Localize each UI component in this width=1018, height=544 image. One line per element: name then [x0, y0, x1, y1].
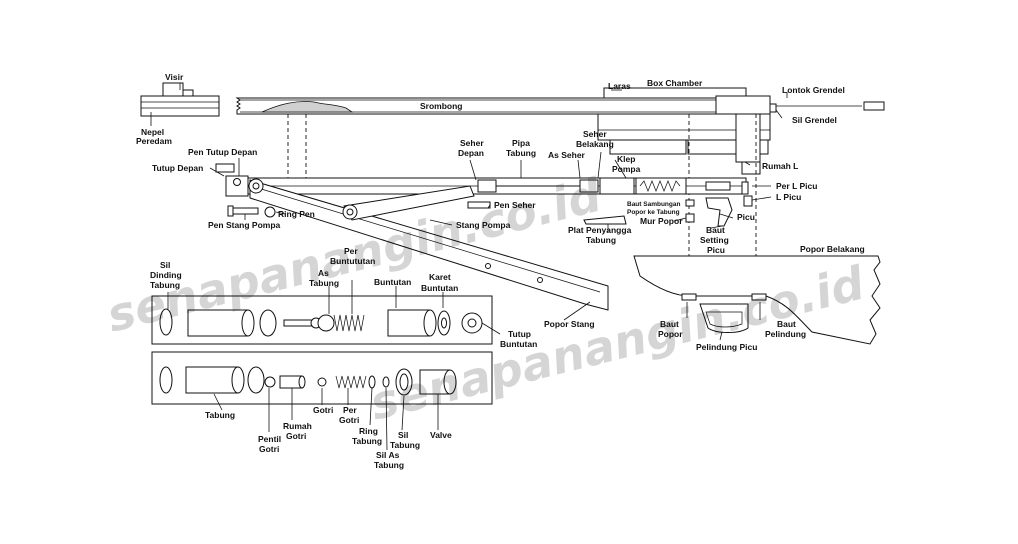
- label-seher-belakang-1: Seher: [583, 129, 607, 139]
- label-sil-dinding-tabung-2: Dinding: [150, 270, 182, 280]
- label-popor-belakang: Popor Belakang: [800, 244, 865, 254]
- label-karet-buntutan-1: Karet: [429, 272, 451, 282]
- small-pins: [227, 199, 695, 225]
- label-sil-tabung-1: Sil: [398, 430, 408, 440]
- label-buntutan: Buntutan: [374, 277, 411, 287]
- label-ring-tabung-1: Ring: [359, 426, 378, 436]
- label-per-l-picu: Per L Picu: [776, 181, 817, 191]
- label-baut-sambungan-2: Popor ke Tabung: [627, 209, 680, 216]
- label-seher-belakang-2: Belakang: [576, 139, 614, 149]
- label-picu: Picu: [737, 212, 755, 222]
- label-baut-pelindung-2: Pelindung: [765, 329, 806, 339]
- label-pentil-gotri-1: Pentil: [258, 434, 281, 444]
- label-as-tabung-1: As: [318, 268, 329, 278]
- label-gotri: Gotri: [313, 405, 333, 415]
- label-klep-pompa-1: Klep: [617, 154, 635, 164]
- label-box-chamber: Box Chamber: [647, 78, 703, 88]
- srombong-barrel-shroud: [235, 97, 771, 115]
- label-pentil-gotri-2: Gotri: [259, 444, 279, 454]
- label-baut-popor-1: Baut: [660, 319, 679, 329]
- label-per-gotri-2: Gotri: [339, 415, 359, 425]
- label-mur-popor: Mur Popor: [640, 216, 683, 226]
- label-lontok-grendel: Lontok Grendel: [782, 85, 845, 95]
- label-tabung: Tabung: [205, 410, 235, 420]
- label-sil-tabung-2: Tabung: [390, 440, 420, 450]
- buntutan-parts-panel: [151, 295, 493, 345]
- leader-lines: [150, 83, 814, 451]
- label-sil-as-tabung-2: Tabung: [374, 460, 404, 470]
- label-valve: Valve: [430, 430, 452, 440]
- label-seher-depan-2: Depan: [458, 148, 484, 158]
- label-baut-pelindung-1: Baut: [777, 319, 796, 329]
- label-ring-tabung-2: Tabung: [352, 436, 382, 446]
- label-pipa-tabung-2: Tabung: [506, 148, 536, 158]
- label-per-buntututan-2: Buntututan: [330, 256, 375, 266]
- valve-parts-panel: [151, 351, 493, 405]
- label-laras: Laras: [608, 81, 631, 91]
- box-chamber: [597, 87, 771, 175]
- label-pen-stang-pompa: Pen Stang Pompa: [208, 220, 281, 230]
- part-labels: Visir Nepel Peredam Srombong Laras Box C…: [136, 72, 865, 470]
- label-stang-pompa: Stang Pompa: [456, 220, 511, 230]
- label-pen-tutup-depan: Pen Tutup Depan: [188, 147, 257, 157]
- label-ring-pen: Ring Pen: [278, 209, 315, 219]
- label-tutup-depan: Tutup Depan: [152, 163, 203, 173]
- label-as-tabung-2: Tabung: [309, 278, 339, 288]
- label-as-seher: As Seher: [548, 150, 586, 160]
- label-srombong: Srombong: [420, 101, 463, 111]
- label-baut-popor-2: Popor: [658, 329, 683, 339]
- label-baut-setting-picu-1: Baut: [706, 225, 725, 235]
- front-sight-assembly: [140, 82, 220, 117]
- label-tutup-buntutan-2: Buntutan: [500, 339, 537, 349]
- label-visir: Visir: [165, 72, 184, 82]
- label-plat-penyangga-1: Plat Penyangga: [568, 225, 632, 235]
- label-seher-depan-1: Seher: [460, 138, 484, 148]
- label-pelindung-picu: Pelindung Picu: [696, 342, 757, 352]
- label-tutup-buntutan-1: Tutup: [508, 329, 531, 339]
- popor-belakang-stock: [633, 255, 881, 345]
- label-popor-stang: Popor Stang: [544, 319, 595, 329]
- label-per-buntututan-1: Per: [344, 246, 358, 256]
- label-rumah-gotri-1: Rumah: [283, 421, 312, 431]
- label-pipa-tabung-1: Pipa: [512, 138, 530, 148]
- label-baut-setting-picu-3: Picu: [707, 245, 725, 255]
- bolt-handle: [769, 101, 885, 113]
- label-klep-pompa-2: Pompa: [612, 164, 641, 174]
- label-nepel-peredam-2: Peredam: [136, 136, 172, 146]
- label-plat-penyangga-2: Tabung: [586, 235, 616, 245]
- label-nepel-peredam-1: Nepel: [141, 127, 164, 137]
- label-sil-dinding-tabung-1: Sil: [160, 260, 170, 270]
- label-rumah-l: Rumah L: [762, 161, 798, 171]
- label-l-picu: L Picu: [776, 192, 801, 202]
- pump-tube: [215, 163, 747, 197]
- label-rumah-gotri-2: Gotri: [286, 431, 306, 441]
- label-karet-buntutan-2: Buntutan: [421, 283, 458, 293]
- stang-pompa-lever: [248, 178, 609, 311]
- label-pen-seher: Pen Seher: [494, 200, 536, 210]
- label-sil-as-tabung-1: Sil As: [376, 450, 400, 460]
- label-sil-grendel: Sil Grendel: [792, 115, 837, 125]
- label-per-gotri-1: Per: [343, 405, 357, 415]
- label-baut-setting-picu-2: Setting: [700, 235, 729, 245]
- label-baut-sambungan-1: Baut Sambungan: [627, 201, 680, 208]
- label-sil-dinding-tabung-3: Tabung: [150, 280, 180, 290]
